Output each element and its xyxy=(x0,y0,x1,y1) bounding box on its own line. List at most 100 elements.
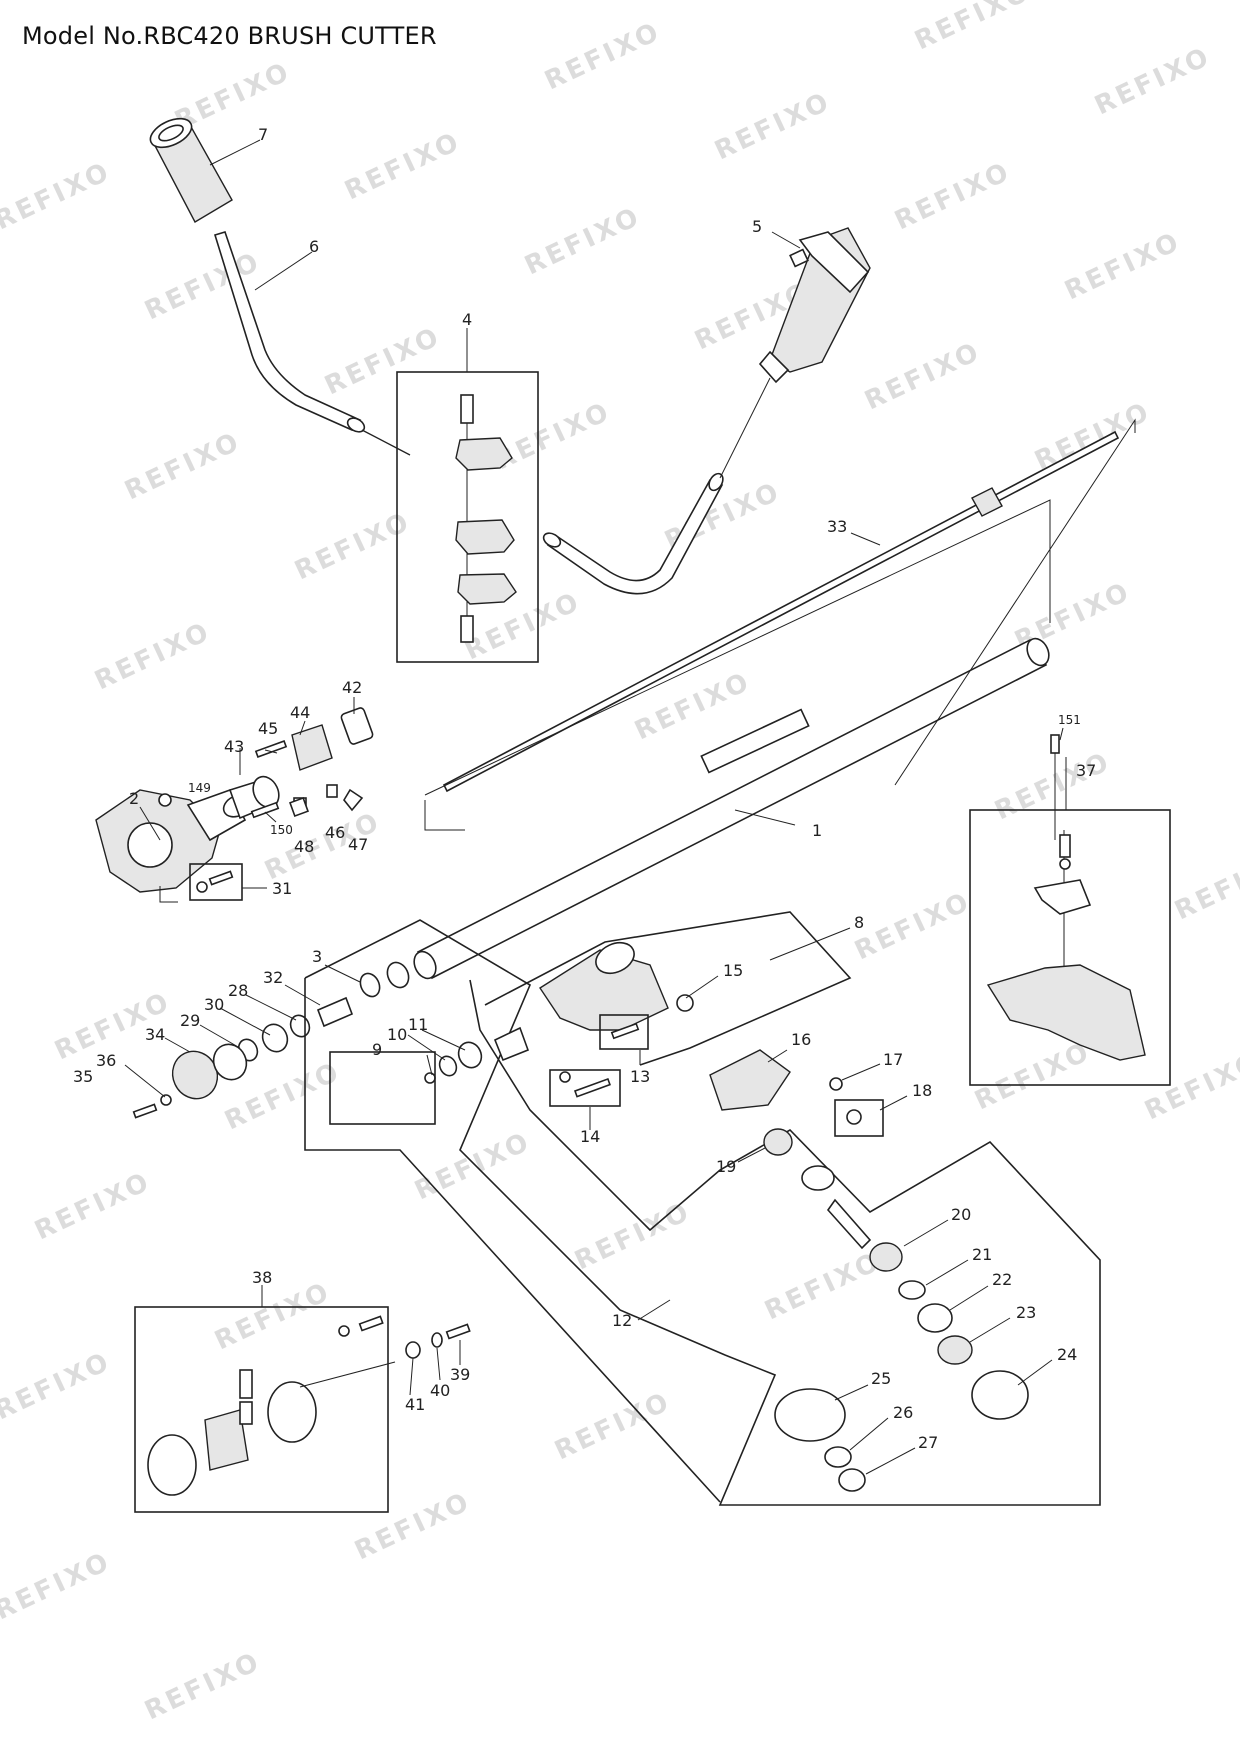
throttle-cable-end xyxy=(758,350,790,384)
callout-40: 40 xyxy=(430,1381,450,1400)
callout-19: 19 xyxy=(716,1157,736,1176)
callout-10: 10 xyxy=(387,1025,407,1044)
gear-case-port xyxy=(595,941,635,975)
group-box-31 xyxy=(189,863,243,901)
watermark: REFIXO xyxy=(410,1127,535,1207)
pipe-label xyxy=(700,708,810,774)
callout-26: 26 xyxy=(893,1403,913,1422)
clamp-hook xyxy=(340,707,374,745)
nut-27 xyxy=(838,1468,866,1492)
watermark: REFIXO xyxy=(90,617,215,697)
washer-14 xyxy=(559,1071,571,1083)
ring-28 xyxy=(289,1014,311,1038)
watermark: REFIXO xyxy=(340,127,465,207)
handle-lower-bar xyxy=(542,377,771,595)
callout-31: 31 xyxy=(272,879,292,898)
bearing-19 xyxy=(763,1128,793,1156)
watermark: REFIXO xyxy=(850,887,975,967)
shaft-bushing xyxy=(971,487,1003,517)
callout-7: 7 xyxy=(258,125,268,144)
guard-16 xyxy=(709,1049,791,1111)
callout-3: 3 xyxy=(312,947,322,966)
watermark: REFIXO xyxy=(540,17,665,97)
callout-29: 29 xyxy=(180,1011,200,1030)
group-box-37 xyxy=(969,809,1171,1086)
watermark: REFIXO xyxy=(350,1487,475,1567)
assembly-line xyxy=(361,429,411,456)
wing-bolt-47 xyxy=(343,788,364,812)
bolt-13 xyxy=(610,1022,640,1040)
callout-15: 15 xyxy=(723,961,743,980)
watermark: REFIXO xyxy=(890,157,1015,237)
callout-36: 36 xyxy=(96,1051,116,1070)
plate xyxy=(267,1381,317,1443)
washer-40 xyxy=(431,1332,443,1348)
callout-34: 34 xyxy=(145,1025,165,1044)
plate-bolt xyxy=(358,1315,384,1332)
nut-48 xyxy=(289,797,309,817)
clamp-bolt-lower xyxy=(460,615,474,643)
watermark: REFIXO xyxy=(0,1547,116,1627)
drive-shaft-frame xyxy=(424,800,465,831)
callout-48: 48 xyxy=(294,837,314,856)
group-box-9 xyxy=(329,1051,436,1125)
group-box-14 xyxy=(549,1069,621,1107)
handle-bar-end xyxy=(346,417,366,433)
group-box-13 xyxy=(599,1014,649,1050)
washer-17 xyxy=(829,1077,843,1091)
ring-3b xyxy=(386,961,410,989)
drive-shaft-frame xyxy=(424,499,1051,796)
spring xyxy=(239,1369,253,1399)
callout-33: 33 xyxy=(827,517,847,536)
leader-lines xyxy=(124,139,1067,1475)
gear-case-group xyxy=(304,911,1101,1506)
plate-washer xyxy=(338,1325,350,1337)
callout-151: 151 xyxy=(1058,713,1081,727)
callout-42: 42 xyxy=(342,678,362,697)
bolt-37 xyxy=(1059,834,1071,858)
watermark: REFIXO xyxy=(710,87,835,167)
pipe-end xyxy=(413,950,437,980)
callout-38: 38 xyxy=(252,1268,272,1287)
watermark: REFIXO xyxy=(760,1247,885,1327)
bolt xyxy=(254,740,288,758)
clamp-lower xyxy=(457,573,517,605)
holder-25 xyxy=(774,1388,846,1442)
guard-bracket xyxy=(1033,879,1092,915)
handle-bar-end xyxy=(542,532,562,548)
throttle-grip xyxy=(758,227,871,384)
callout-149: 149 xyxy=(188,781,211,795)
callout-39: 39 xyxy=(450,1365,470,1384)
watermark: REFIXO xyxy=(550,1387,675,1467)
watermark: REFIXO xyxy=(1090,42,1215,122)
watermark: REFIXO xyxy=(520,202,645,282)
callout-8: 8 xyxy=(854,913,864,932)
watermark: REFIXO xyxy=(490,397,615,477)
grip-handle-assembly xyxy=(149,117,411,456)
clamp-assembly-group xyxy=(396,328,539,663)
watermark: REFIXO xyxy=(0,157,116,237)
guard-assembly-group xyxy=(969,734,1171,1086)
clutch-drum-face xyxy=(212,1043,248,1081)
watermark: REFIXO xyxy=(0,1347,116,1427)
watermark: REFIXO xyxy=(140,1647,265,1727)
callout-4: 4 xyxy=(462,310,472,329)
washer-26 xyxy=(824,1446,852,1468)
drive-shaft-frame xyxy=(894,418,1136,786)
washer-9 xyxy=(424,1072,436,1084)
callout-12: 12 xyxy=(612,1311,632,1330)
callout-9: 9 xyxy=(372,1040,382,1059)
assembly-line xyxy=(719,377,771,479)
callout-18: 18 xyxy=(912,1081,932,1100)
watermark: REFIXO xyxy=(1060,227,1185,307)
cover-24 xyxy=(971,1370,1029,1420)
cup xyxy=(147,1434,197,1496)
group-outline-12-inner xyxy=(304,978,721,1503)
engine-housing-group xyxy=(95,707,374,903)
arbor-shaft xyxy=(493,1026,530,1062)
watermark: REFIXO xyxy=(210,1277,335,1357)
group-outline-8 xyxy=(484,911,852,1066)
callout-1: 1 xyxy=(812,821,822,840)
